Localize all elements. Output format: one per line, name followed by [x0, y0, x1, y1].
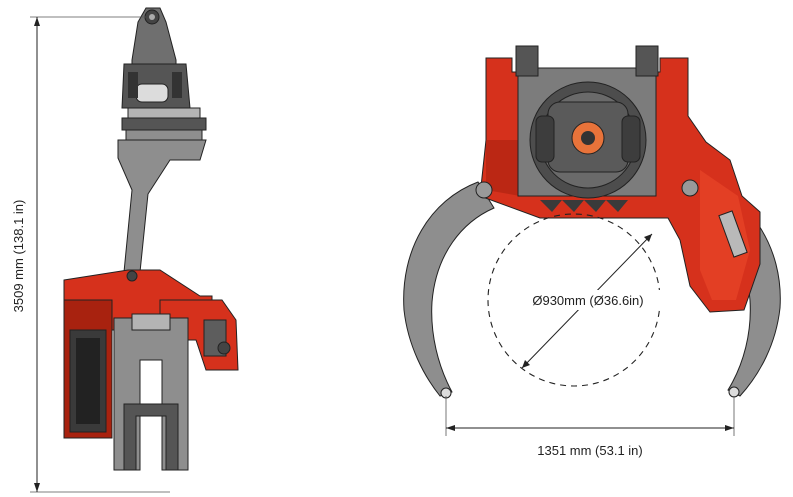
height-label: 3509 mm (138.1 in) [11, 200, 26, 313]
height-dimension: 3509 mm (138.1 in) [11, 16, 170, 493]
diameter-dimension: Ø930mm (Ø36.6in) [487, 213, 662, 387]
width-dimension: 1351 mm (53.1 in) [445, 396, 735, 458]
grapple-side-view [63, 7, 239, 471]
width-label: 1351 mm (53.1 in) [537, 443, 643, 458]
diameter-label: Ø930mm (Ø36.6in) [532, 293, 643, 308]
grapple-front-view [403, 45, 781, 399]
